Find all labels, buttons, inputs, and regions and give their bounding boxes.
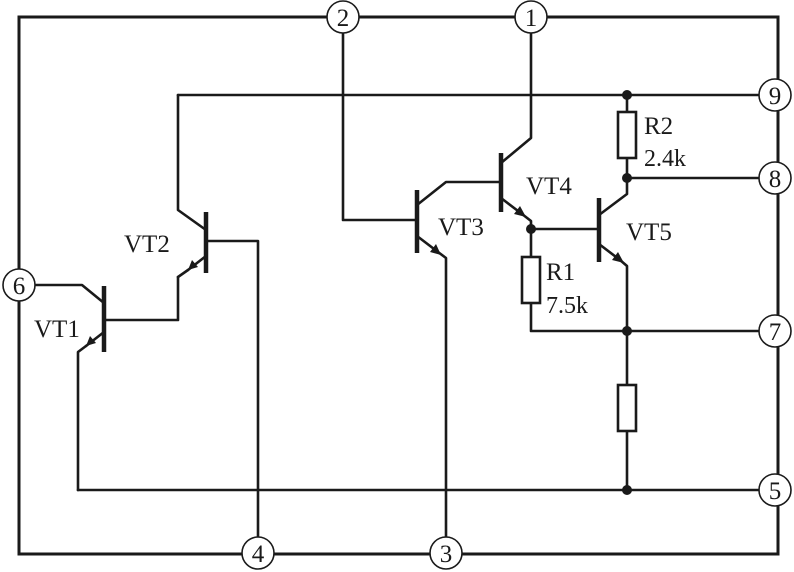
- label-r2-value: 2.4k: [644, 146, 686, 172]
- package-outline: [17, 15, 780, 556]
- label-vt4: VT4: [526, 173, 572, 200]
- label-r1-name: R1: [546, 259, 575, 286]
- pin-3-label: 3: [440, 541, 453, 568]
- resistor-r3: [616, 383, 638, 433]
- pin-2: 2: [326, 0, 360, 34]
- emitter-arrow-vt1: [86, 336, 96, 346]
- pin-3: 3: [429, 536, 463, 570]
- pin-5-label: 5: [769, 478, 782, 505]
- transistor-vt4: [498, 28, 533, 231]
- pin-8: 8: [758, 161, 792, 195]
- pin-4: 4: [241, 536, 275, 570]
- pin-9: 9: [758, 78, 792, 112]
- pin-9-label: 9: [769, 83, 782, 110]
- pin-1-label: 1: [525, 5, 538, 32]
- pin-5: 5: [758, 473, 792, 507]
- label-r1-value: 7.5k: [546, 293, 588, 319]
- pin-1: 1: [514, 0, 548, 34]
- label-vt3: VT3: [438, 214, 484, 241]
- pin-2-label: 2: [337, 5, 350, 32]
- emitter-arrow-vt2: [188, 260, 198, 270]
- pin-4-label: 4: [252, 541, 265, 568]
- transistor-vt2: [176, 93, 260, 542]
- pin-8-label: 8: [769, 166, 782, 193]
- pin-7: 7: [758, 314, 792, 348]
- label-r2-name: R2: [644, 113, 673, 140]
- label-vt1: VT1: [34, 316, 80, 343]
- transistor-vt1: [34, 275, 180, 492]
- label-vt5: VT5: [626, 219, 672, 246]
- transistor-vt3: [341, 28, 503, 542]
- resistor-r2: [616, 110, 638, 160]
- pin-6: 6: [2, 268, 36, 302]
- pin-7-label: 7: [769, 319, 782, 346]
- resistor-r1: [520, 255, 542, 305]
- junction-dot: [622, 90, 632, 100]
- pin-6-label: 6: [13, 273, 26, 300]
- label-vt2: VT2: [124, 231, 170, 258]
- junction-dot: [526, 224, 536, 234]
- transistor-vt5: [529, 176, 629, 333]
- junction-dot: [622, 173, 632, 183]
- junction-dot: [622, 326, 632, 336]
- junction-dot: [622, 485, 632, 495]
